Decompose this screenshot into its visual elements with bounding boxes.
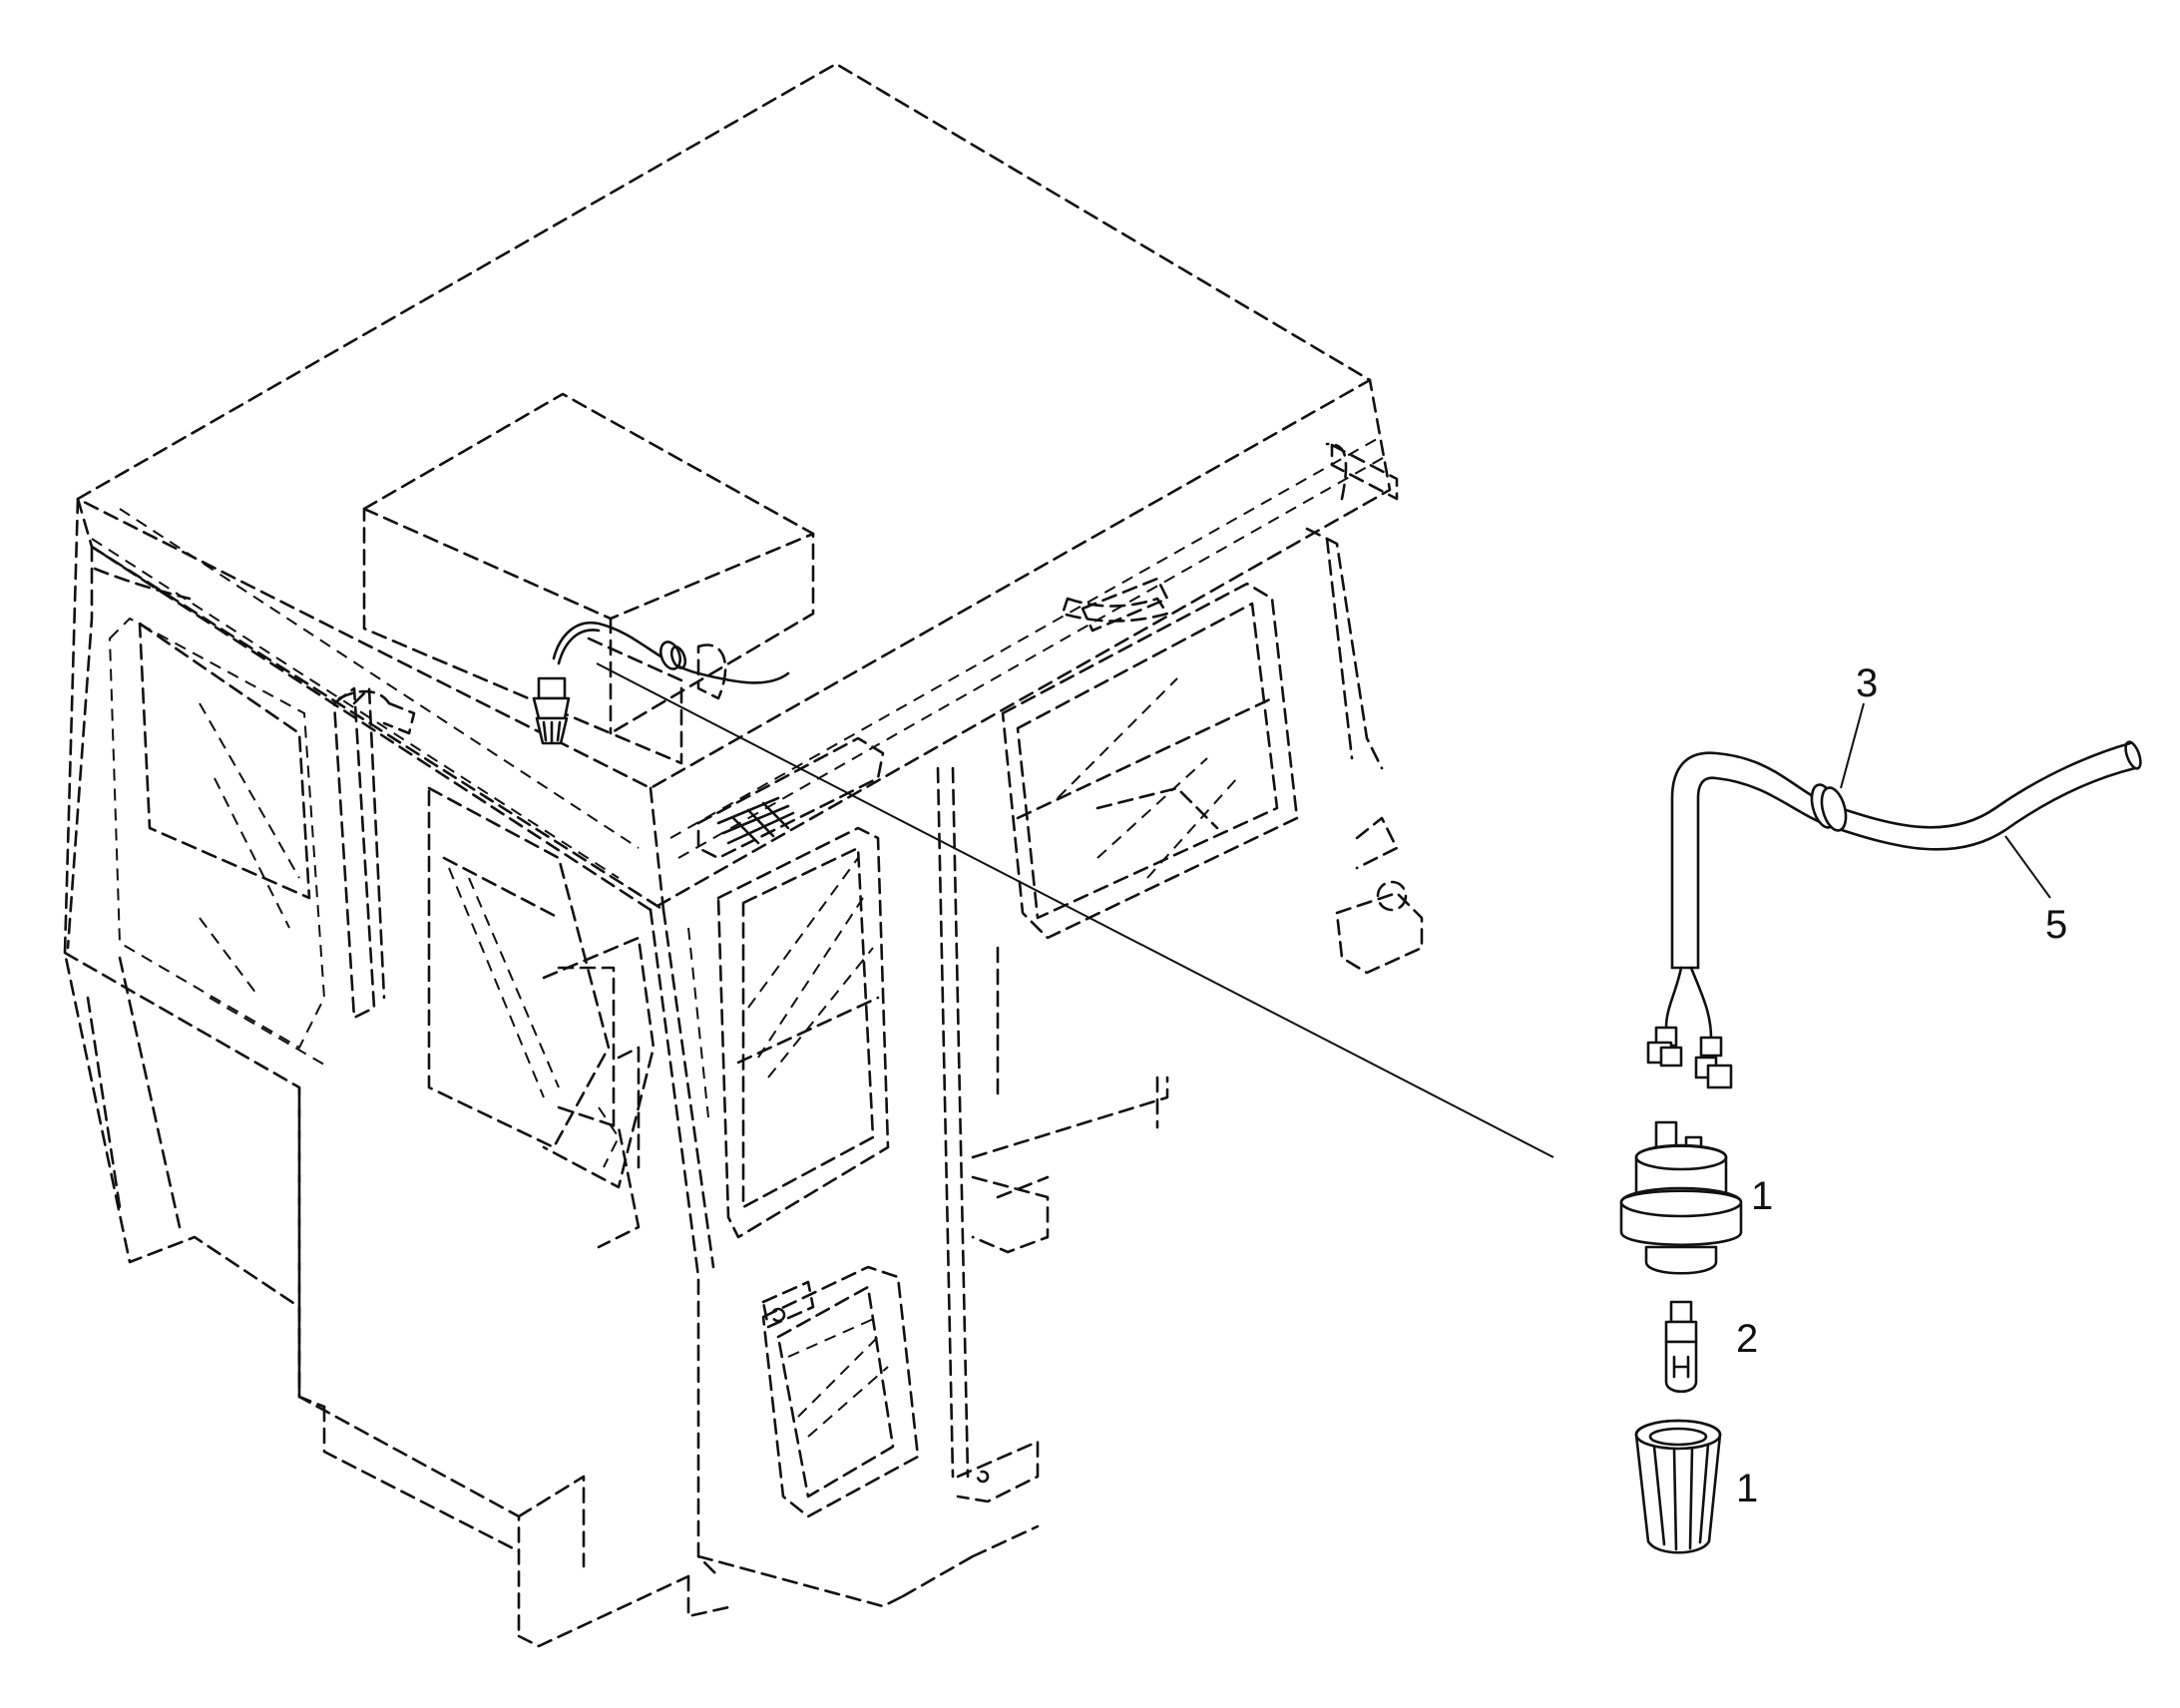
callout-bulb: 2 <box>1736 1317 1758 1361</box>
harness-leader <box>2004 835 2051 899</box>
cab-outline <box>63 62 1424 1648</box>
callout-grommet: 3 <box>1856 661 1878 705</box>
installed-lamp-assembly <box>532 621 790 745</box>
air-vent-grille <box>696 736 885 860</box>
assembly-leader-line <box>596 662 1554 1158</box>
grommet-leader <box>1840 702 1865 789</box>
grommet <box>1810 783 1848 832</box>
callout-lens-cap: 1 <box>1736 1467 1758 1510</box>
wiring-harness <box>1646 740 2142 1089</box>
callout-harness: 5 <box>2045 903 2067 947</box>
bulb <box>1664 1300 1698 1394</box>
lamp-holder <box>1619 1120 1743 1275</box>
callout-lamp-holder: 1 <box>1751 1174 1773 1218</box>
lens-cap <box>1634 1419 1722 1554</box>
